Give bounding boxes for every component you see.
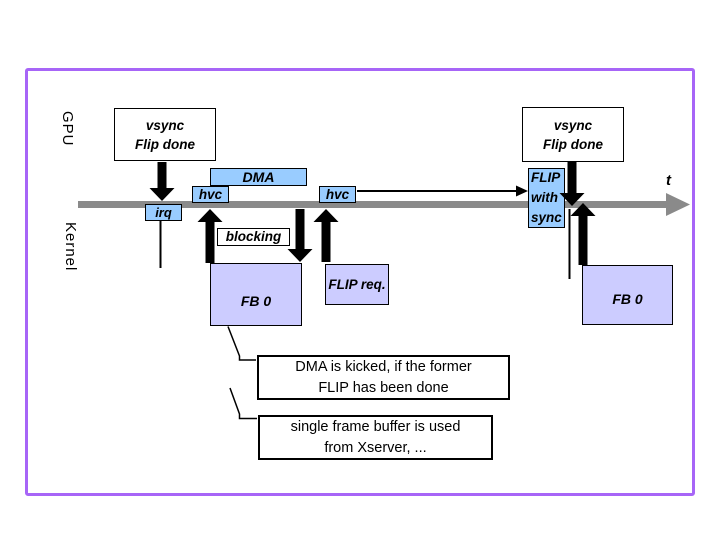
time-axis-label: t [666,172,671,189]
fb0-box-left: FB 0 [210,263,302,326]
irq-box: irq [145,204,182,221]
dma-box: DMA [210,168,307,186]
hvc-box-left: hvc [192,186,229,203]
blocking-box: blocking [217,228,290,246]
flip-req-box: FLIP req. [325,264,389,305]
vsync-flip-done-box-left: vsync Flip done [114,108,216,161]
vsync-flip-done-box-right: vsync Flip done [522,107,624,162]
fb0-box-right: FB 0 [582,265,673,325]
hvc-box-right: hvc [319,186,356,203]
flip-with-sync-box: FLIP with sync [528,168,565,228]
gpu-lane-label: GPU [59,111,76,147]
callout-dma-kicked: DMA is kicked, if the former FLIP has be… [257,355,510,400]
callout-single-framebuffer: single frame buffer is used from Xserver… [258,415,493,460]
kernel-lane-label: Kernel [62,222,79,272]
